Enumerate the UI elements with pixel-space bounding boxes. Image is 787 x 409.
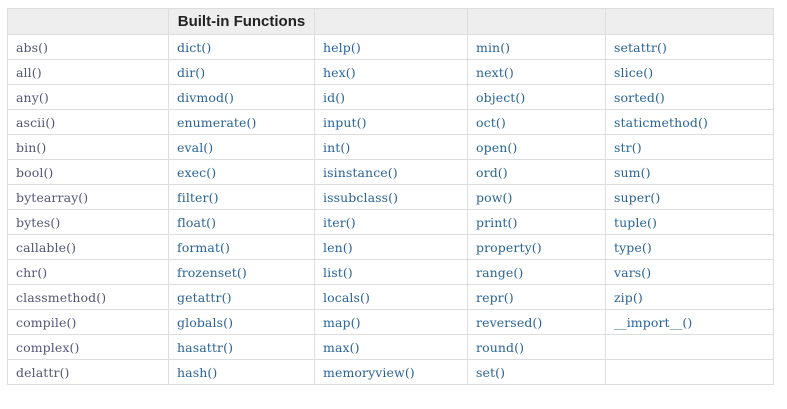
header-cell-5 (605, 8, 774, 35)
table-body: abs()dict()help()min()setattr()all()dir(… (7, 34, 774, 385)
function-link-all[interactable]: all() (7, 59, 169, 85)
function-link-iter[interactable]: iter() (314, 209, 468, 235)
function-link-memoryview[interactable]: memoryview() (314, 359, 468, 385)
function-link-map[interactable]: map() (314, 309, 468, 335)
function-link-max[interactable]: max() (314, 334, 468, 360)
function-link-object[interactable]: object() (467, 84, 606, 110)
function-link-round[interactable]: round() (467, 334, 606, 360)
function-link-hex[interactable]: hex() (314, 59, 468, 85)
table-row: compile()globals()map()reversed()__impor… (7, 309, 774, 335)
table-header: Built-in Functions (7, 8, 774, 35)
function-link-hash[interactable]: hash() (168, 359, 315, 385)
function-link-classmethod[interactable]: classmethod() (7, 284, 169, 310)
function-link-str[interactable]: str() (605, 134, 774, 160)
empty-cell (605, 359, 774, 385)
function-link-locals[interactable]: locals() (314, 284, 468, 310)
function-link-import[interactable]: __import__() (605, 309, 774, 335)
function-link-globals[interactable]: globals() (168, 309, 315, 335)
function-link-super[interactable]: super() (605, 184, 774, 210)
function-link-getattr[interactable]: getattr() (168, 284, 315, 310)
table-row: ascii()enumerate()input()oct()staticmeth… (7, 109, 774, 135)
table-row: delattr()hash()memoryview()set() (7, 359, 774, 385)
function-link-setattr[interactable]: setattr() (605, 34, 774, 60)
function-link-bytes[interactable]: bytes() (7, 209, 169, 235)
function-link-oct[interactable]: oct() (467, 109, 606, 135)
function-link-pow[interactable]: pow() (467, 184, 606, 210)
function-link-sum[interactable]: sum() (605, 159, 774, 185)
function-link-staticmethod[interactable]: staticmethod() (605, 109, 774, 135)
function-link-slice[interactable]: slice() (605, 59, 774, 85)
function-link-type[interactable]: type() (605, 234, 774, 260)
table-row: bytearray()filter()issubclass()pow()supe… (7, 184, 774, 210)
function-link-tuple[interactable]: tuple() (605, 209, 774, 235)
table-row: complex()hasattr()max()round() (7, 334, 774, 360)
function-link-format[interactable]: format() (168, 234, 315, 260)
table-row: classmethod()getattr()locals()repr()zip(… (7, 284, 774, 310)
header-row: Built-in Functions (7, 8, 774, 35)
function-link-ord[interactable]: ord() (467, 159, 606, 185)
header-cell-3 (314, 8, 468, 35)
table-title: Built-in Functions (168, 8, 315, 35)
table-row: bytes()float()iter()print()tuple() (7, 209, 774, 235)
function-link-property[interactable]: property() (467, 234, 606, 260)
function-link-dict[interactable]: dict() (168, 34, 315, 60)
function-link-exec[interactable]: exec() (168, 159, 315, 185)
builtin-functions-table-wrapper: Built-in Functions abs()dict()help()min(… (7, 8, 774, 385)
function-link-vars[interactable]: vars() (605, 259, 774, 285)
table-row: bin()eval()int()open()str() (7, 134, 774, 160)
function-link-issubclass[interactable]: issubclass() (314, 184, 468, 210)
table-row: callable()format()len()property()type() (7, 234, 774, 260)
function-link-compile[interactable]: compile() (7, 309, 169, 335)
function-link-bin[interactable]: bin() (7, 134, 169, 160)
function-link-len[interactable]: len() (314, 234, 468, 260)
function-link-min[interactable]: min() (467, 34, 606, 60)
function-link-sorted[interactable]: sorted() (605, 84, 774, 110)
table-row: all()dir()hex()next()slice() (7, 59, 774, 85)
function-link-open[interactable]: open() (467, 134, 606, 160)
function-link-hasattr[interactable]: hasattr() (168, 334, 315, 360)
function-link-repr[interactable]: repr() (467, 284, 606, 310)
table-row: bool()exec()isinstance()ord()sum() (7, 159, 774, 185)
function-link-print[interactable]: print() (467, 209, 606, 235)
function-link-set[interactable]: set() (467, 359, 606, 385)
table-row: abs()dict()help()min()setattr() (7, 34, 774, 60)
function-link-bytearray[interactable]: bytearray() (7, 184, 169, 210)
function-link-id[interactable]: id() (314, 84, 468, 110)
function-link-float[interactable]: float() (168, 209, 315, 235)
function-link-range[interactable]: range() (467, 259, 606, 285)
function-link-help[interactable]: help() (314, 34, 468, 60)
function-link-delattr[interactable]: delattr() (7, 359, 169, 385)
table-row: any()divmod()id()object()sorted() (7, 84, 774, 110)
function-link-eval[interactable]: eval() (168, 134, 315, 160)
function-link-enumerate[interactable]: enumerate() (168, 109, 315, 135)
function-link-isinstance[interactable]: isinstance() (314, 159, 468, 185)
function-link-dir[interactable]: dir() (168, 59, 315, 85)
header-cell-1 (7, 8, 169, 35)
function-link-next[interactable]: next() (467, 59, 606, 85)
function-link-callable[interactable]: callable() (7, 234, 169, 260)
builtin-functions-table: Built-in Functions abs()dict()help()min(… (7, 8, 774, 385)
function-link-zip[interactable]: zip() (605, 284, 774, 310)
empty-cell (605, 334, 774, 360)
function-link-divmod[interactable]: divmod() (168, 84, 315, 110)
function-link-abs[interactable]: abs() (7, 34, 169, 60)
function-link-reversed[interactable]: reversed() (467, 309, 606, 335)
table-row: chr()frozenset()list()range()vars() (7, 259, 774, 285)
function-link-any[interactable]: any() (7, 84, 169, 110)
function-link-int[interactable]: int() (314, 134, 468, 160)
function-link-complex[interactable]: complex() (7, 334, 169, 360)
function-link-chr[interactable]: chr() (7, 259, 169, 285)
function-link-frozenset[interactable]: frozenset() (168, 259, 315, 285)
function-link-input[interactable]: input() (314, 109, 468, 135)
function-link-bool[interactable]: bool() (7, 159, 169, 185)
header-cell-4 (467, 8, 606, 35)
function-link-ascii[interactable]: ascii() (7, 109, 169, 135)
function-link-list[interactable]: list() (314, 259, 468, 285)
function-link-filter[interactable]: filter() (168, 184, 315, 210)
